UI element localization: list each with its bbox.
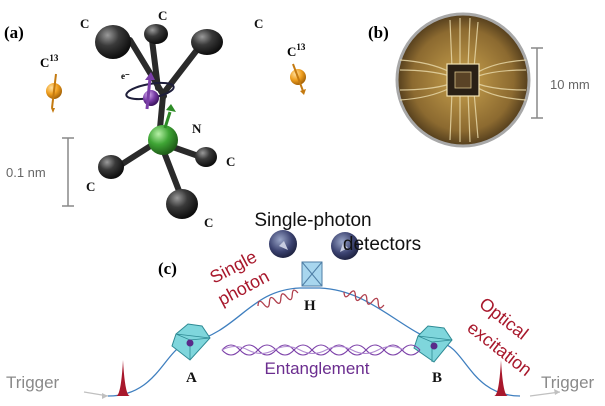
bond (160, 43, 203, 97)
photon-path (107, 287, 521, 397)
trigger-label-right: Trigger (541, 373, 595, 392)
carbon-label: C (254, 16, 263, 31)
c13-label: C (287, 44, 296, 59)
carbon-label: C (158, 8, 167, 23)
bond (157, 93, 166, 131)
chip-die (446, 63, 480, 97)
arrow-head-icon (300, 89, 306, 95)
bonds (113, 37, 207, 199)
carbon-atom (195, 147, 217, 167)
entanglement-label: Entanglement (265, 359, 370, 378)
carbon-atom (95, 25, 131, 59)
carbon-label: C (204, 215, 213, 230)
carbon-atom (166, 189, 198, 219)
bond (161, 149, 184, 199)
carbon-label: C (226, 154, 235, 169)
trigger-pulse-right (494, 360, 508, 396)
node-h-label: H (304, 298, 316, 314)
electron-label: e⁻ (121, 71, 130, 81)
carbon-atom (144, 24, 168, 44)
scale-bar-b (531, 47, 543, 119)
bond (149, 37, 161, 91)
carbon-label: C (80, 16, 89, 31)
arrow-head-icon (102, 393, 108, 399)
carbon-atom (191, 29, 223, 55)
panel-c: (c) (6, 210, 595, 399)
diamond-node-a (171, 323, 211, 361)
panel-c-label: (c) (158, 259, 177, 278)
svg-text:C13: C13 (40, 53, 59, 70)
detector-arrow-icon (279, 241, 288, 250)
photon-wavepacket-right (343, 290, 385, 309)
carbon-atom (98, 155, 124, 179)
panel-a-label: (a) (4, 23, 24, 42)
node-b-label: B (432, 370, 442, 386)
c13-spin-arrow (292, 63, 304, 92)
panel-b: (b) 10 mm (368, 12, 590, 148)
trigger-pulse-left (116, 360, 130, 396)
arrow-head-icon (145, 72, 155, 80)
c13-superscript: 13 (296, 42, 306, 52)
beam-splitter-diagonal (301, 261, 323, 287)
arrow-head-icon (166, 104, 176, 112)
panel-a: (a) (4, 8, 306, 230)
nitrogen-label: N (192, 121, 202, 136)
detectors-label-line2: detectors (343, 234, 421, 255)
c13-spin-arrow (51, 73, 57, 109)
c13-label: C (40, 55, 49, 70)
c13-superscript: 13 (49, 53, 59, 63)
photon-wavepacket-left (257, 289, 299, 308)
panel-b-label: (b) (368, 23, 389, 42)
entanglement-waves (221, 344, 421, 356)
electron-spin-arrow (145, 77, 152, 110)
detectors-label-line1: Single-photon (254, 210, 371, 231)
trigger-label-left: Trigger (6, 373, 60, 392)
svg-text:C13: C13 (287, 42, 306, 59)
electron-spin (143, 90, 159, 106)
detector-arrow-icon (340, 243, 348, 252)
nitrogen-spin-arrow (163, 111, 172, 129)
node-a-label: A (186, 370, 197, 386)
diamond-node-b (413, 325, 453, 363)
scale-bar-a (62, 137, 74, 207)
arrow-head-icon (51, 108, 55, 113)
nitrogen-atom (148, 125, 178, 155)
scale-label-a: 0.1 nm (6, 165, 46, 180)
chip-core (454, 71, 472, 89)
arrow-head-icon (554, 389, 560, 395)
scale-label-b: 10 mm (550, 77, 590, 92)
carbon-label: C (86, 179, 95, 194)
